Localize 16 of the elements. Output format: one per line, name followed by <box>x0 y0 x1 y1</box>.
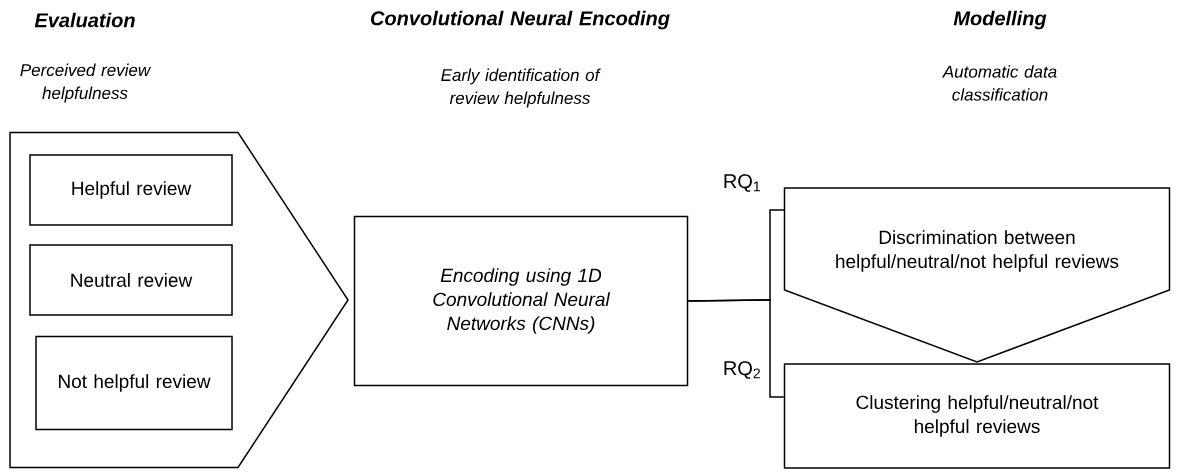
process-box: Not helpful review <box>35 335 233 431</box>
edge-label: RQ$_{1}$ <box>724 174 760 192</box>
process-box: Encoding using 1D Convolutional Neural Networks (CNNs) <box>353 215 689 387</box>
column-subtitle: Automatic data classification <box>942 65 1057 101</box>
process-box: Helpful review <box>29 154 233 226</box>
process-box: Clustering helpful/neutral/not helpful reviews <box>783 363 1171 469</box>
column-heading: Evaluation <box>34 12 135 28</box>
column-subtitle: Early identification of review helpfulness <box>441 68 601 108</box>
column-heading: Convolutional Neural Encoding <box>371 10 670 30</box>
pentagon-box: Discrimination between helpful/neutral/not helpful reviews <box>783 187 1171 363</box>
column-subtitle: Perceived review helpfulness <box>20 63 152 103</box>
edge-label: RQ$_{2}$ <box>724 361 760 379</box>
connector-line <box>687 299 785 398</box>
chevron-shape <box>9 131 349 469</box>
column-heading: Modelling <box>953 10 1047 30</box>
process-box: Neutral review <box>29 244 233 316</box>
